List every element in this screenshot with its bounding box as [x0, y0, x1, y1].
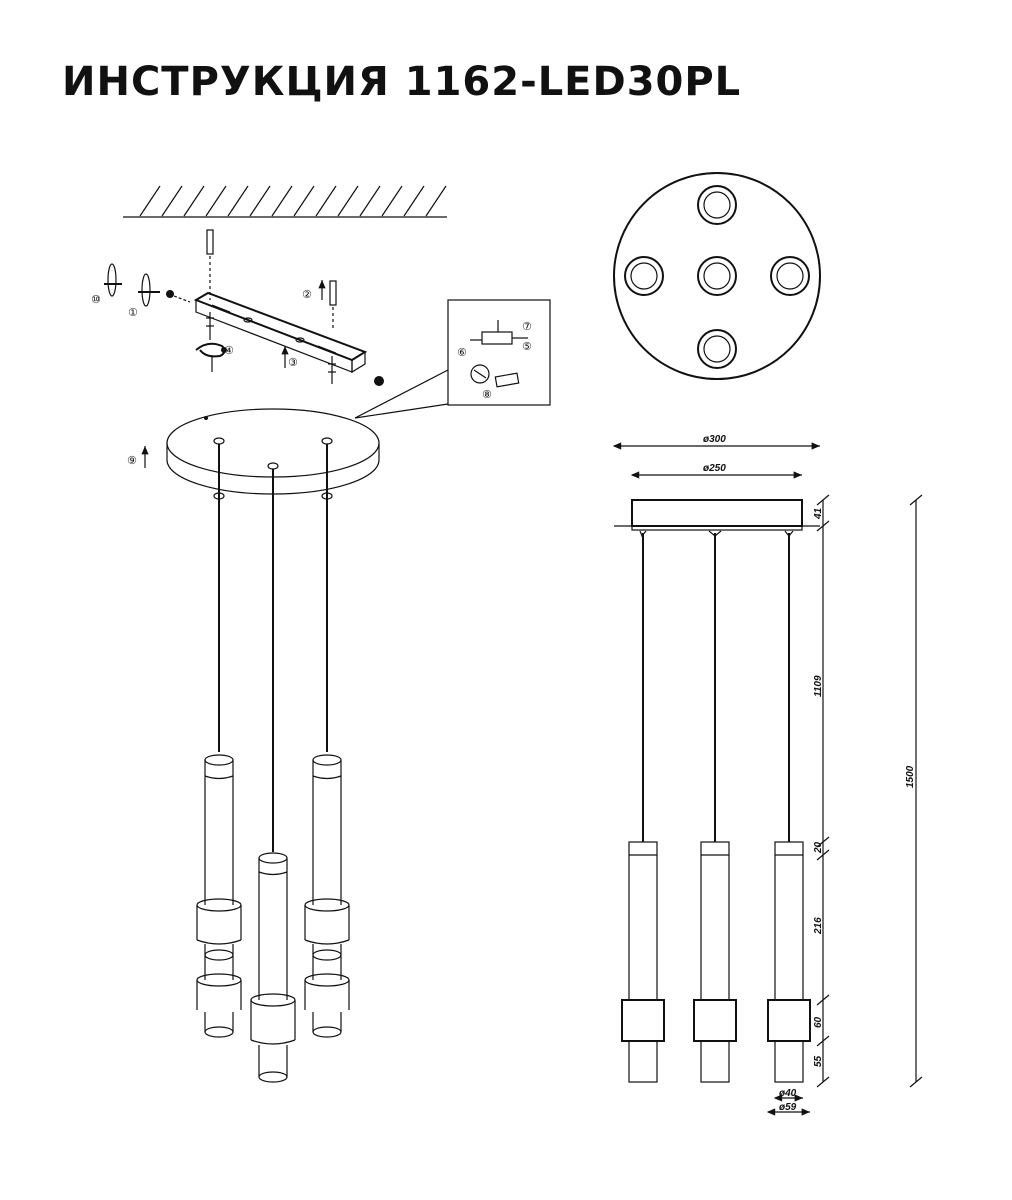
- dim-bottom-segment: 55: [813, 1055, 824, 1067]
- pendant-center: [250, 852, 296, 1083]
- dim-tube-diameter: ø40: [779, 1088, 797, 1099]
- side-screw: [166, 290, 191, 303]
- dim-total-height: 1500: [905, 765, 916, 788]
- callout-5: ⑤: [522, 340, 532, 353]
- pendant-1: [621, 841, 665, 1083]
- callout-8: ⑧: [482, 388, 492, 401]
- dim-canopy-inner: ø250: [703, 463, 726, 474]
- screw: [328, 356, 336, 384]
- pendant-left: [196, 754, 242, 1038]
- assembly-view: ⑩ ① ② ③ ④ ⑨ ⑦ ⑤ ⑥ ⑧: [91, 185, 551, 1083]
- light-port: [697, 185, 737, 225]
- callout-9: ⑨: [127, 454, 137, 467]
- side-view: ø300 ø250: [612, 434, 923, 1116]
- mounting-bracket: [193, 291, 368, 374]
- dim-cable-length: 1109: [813, 675, 824, 697]
- light-port: [770, 256, 810, 296]
- wall-anchor: [329, 280, 337, 330]
- detail-leader: [354, 403, 449, 419]
- canopy-side: [614, 499, 820, 538]
- light-port: [624, 256, 664, 296]
- dim-tube-length: 216: [813, 917, 824, 935]
- canopy-bottom-view: [613, 172, 821, 380]
- page-title: ИНСТРУКЦИЯ 1162-LED30PL: [62, 59, 742, 105]
- screw: [206, 312, 214, 340]
- dim-ring-diameter: ø59: [779, 1102, 797, 1113]
- callout-6: ⑥: [457, 346, 467, 359]
- light-port: [697, 329, 737, 369]
- dim-canopy-outer: ø300: [703, 434, 726, 445]
- side-screw: [374, 376, 384, 386]
- callout-7: ⑦: [522, 320, 532, 333]
- wiring-detail: ⑦ ⑤ ⑥ ⑧: [447, 299, 551, 406]
- light-port: [697, 256, 737, 296]
- callout-10: ⑩: [91, 293, 101, 306]
- pendant-right: [304, 754, 350, 1038]
- callout-3: ③: [288, 356, 298, 369]
- hook: [195, 342, 227, 372]
- dim-top-segment: 20: [813, 841, 824, 854]
- callout-1: ①: [128, 306, 138, 319]
- dim-ring-height: 60: [813, 1016, 824, 1028]
- callout-4: ④: [224, 344, 234, 357]
- pendant-2: [693, 841, 737, 1083]
- dim-chain: [816, 494, 830, 1088]
- ceiling-hatch: [123, 185, 447, 218]
- pendant-3: [767, 841, 811, 1083]
- dim-canopy-height: 41: [813, 507, 824, 520]
- cables: [218, 444, 328, 852]
- callout-2: ②: [302, 288, 312, 301]
- detail-leader: [354, 369, 449, 419]
- wall-anchor: [206, 229, 214, 300]
- cap-ring: [104, 263, 160, 307]
